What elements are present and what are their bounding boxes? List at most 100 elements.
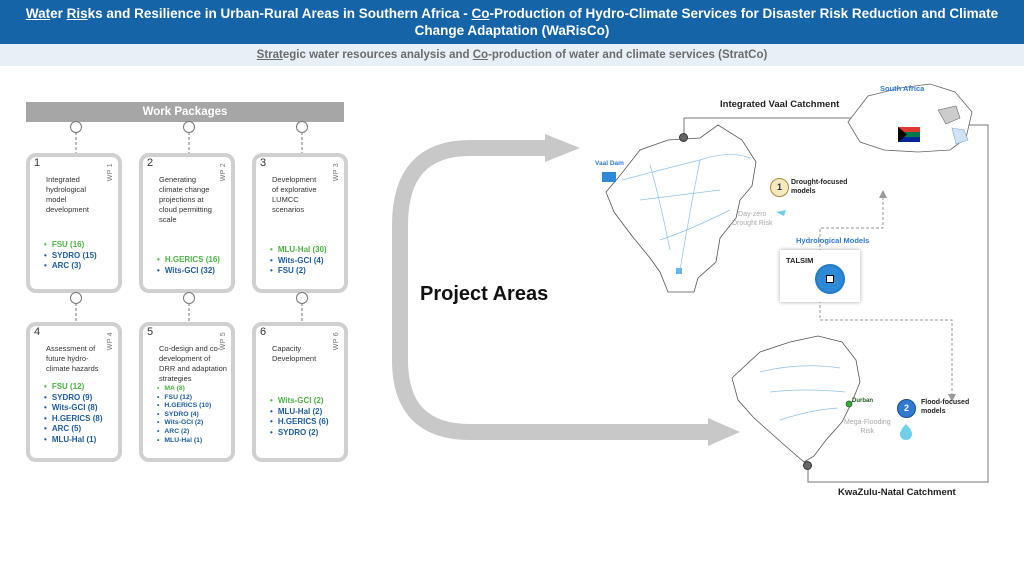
partner-item: H.GERICS (10) (157, 402, 211, 411)
connector-node (183, 121, 195, 133)
title-part: Ris (66, 6, 88, 21)
subheader-part: Strat (256, 49, 283, 61)
project-areas-title: Project Areas (420, 283, 549, 305)
title-part: Wat (25, 6, 51, 21)
title-part: -Production of Hydro-Climate Services fo… (489, 6, 999, 21)
card-description-line: Co-design and co- (159, 344, 221, 353)
card-description-line: future hydro- (46, 354, 89, 363)
card-number: 4 (34, 326, 41, 338)
durban-label: Durban (852, 398, 873, 404)
drought-label: Drought-focused models (791, 178, 847, 196)
south-africa-map (847, 83, 973, 153)
flood-badge: 2 (897, 399, 916, 418)
card-partner-list: FSU (16)SYDRO (15)ARC (3) (44, 240, 97, 272)
card-description-line: Integrated (46, 175, 80, 184)
drought-line: models (791, 188, 816, 195)
card-partner-list: FSU (12)SYDRO (9)Wits-GCI (8)H.GERICS (8… (44, 382, 103, 445)
partner-item: SYDRO (15) (44, 251, 97, 262)
connector-node (70, 292, 82, 304)
card-description-line: DRR and adaptation (159, 364, 227, 373)
card-description-line: Development (272, 354, 317, 363)
subheader-part: -production of water and climate service… (488, 49, 768, 61)
partner-item: MLU-Hal (2) (270, 407, 328, 418)
title-line-1: Water Risks and Resilience in Urban-Rura… (0, 5, 1024, 22)
work-package-card: 6 WP 6 CapacityDevelopmentWits-GCI (2)MLU-… (252, 322, 348, 462)
partner-item: SYDRO (2) (270, 428, 328, 439)
card-partner-list: Wits-GCI (2)MLU-Hal (2)H.GERICS (6)SYDRO… (270, 396, 329, 439)
flood-line: models (921, 408, 946, 415)
kzn-node (803, 461, 812, 470)
title-line-2: Change Adaptation (WaRisCo) (414, 23, 610, 38)
partner-item: MA (8) (157, 385, 211, 394)
card-partner-list: H.GERICS (16)Wits-GCI (32) (157, 255, 220, 276)
sa-flag (898, 127, 920, 142)
work-packages-header: Work Packages (26, 102, 344, 122)
card-wp-label: WP 3 (333, 163, 340, 182)
card-wp-label: WP 6 (333, 332, 340, 351)
subheader-part: Co (472, 49, 489, 61)
partner-item: FSU (12) (44, 382, 102, 393)
card-number: 2 (147, 157, 154, 169)
partner-item: ARC (3) (44, 261, 97, 272)
card-description-line: strategies (159, 374, 192, 383)
title-part: Co (471, 6, 490, 21)
card-number: 5 (147, 326, 154, 338)
partner-item: H.GERICS (8) (44, 414, 103, 425)
card-wp-label: WP 1 (107, 163, 114, 182)
talsim-label: TALSIM (786, 256, 814, 265)
talsim-logo-icon (815, 264, 845, 294)
card-description-line: of explorative (272, 185, 317, 194)
vaal-node (679, 133, 688, 142)
card-number: 6 (260, 326, 267, 338)
drought-badge: 1 (770, 178, 789, 197)
partner-item: ARC (2) (157, 428, 211, 437)
flood-line: Flood-focused (921, 399, 970, 406)
partner-item: Wits-GCI (8) (44, 403, 102, 414)
subheader-part: egic water resources analysis and (282, 49, 473, 61)
card-description-line: projections at (159, 195, 204, 204)
south-africa-label: South Africa (880, 84, 925, 93)
card-partner-list: MLU-Hal (30)Wits-GCI (4)FSU (2) (270, 245, 327, 277)
card-description-line: model (46, 195, 67, 204)
card-wp-label: WP 2 (220, 163, 227, 182)
partner-item: H.GERICS (16) (157, 255, 220, 266)
card-wp-label: WP 4 (107, 332, 114, 351)
card-description-line: hydrological (46, 185, 87, 194)
card-description-line: development (46, 205, 89, 214)
mega-flood-line: Risk (860, 428, 875, 435)
flood-label: Flood-focused models (921, 398, 969, 416)
hydro-models-label: Hydrological Models (796, 236, 870, 245)
connector-node (296, 292, 308, 304)
partner-item: FSU (16) (44, 240, 97, 251)
partner-item: ARC (5) (44, 424, 102, 435)
mega-flood-line: Mega-Flooding (844, 419, 891, 426)
partner-item: Wits-GCI (32) (157, 266, 220, 277)
connector-node (183, 292, 195, 304)
drought-line: Drought-focused (791, 179, 848, 186)
card-description-line: LUMCC (272, 195, 299, 204)
connector-node (70, 121, 82, 133)
card-partner-list: MA (8)FSU (12)H.GERICS (10)SYDRO (4)Wits… (157, 385, 211, 445)
partner-item: MLU-Hal (1) (157, 437, 211, 446)
day-zero-line: Day-zero (738, 211, 767, 218)
vaal-title: Integrated Vaal Catchment (720, 99, 840, 110)
card-description-line: scenarios (272, 205, 305, 214)
card-description-line: development of (159, 354, 211, 363)
vaal-dam-label: Vaal Dam (595, 160, 624, 167)
partner-item: SYDRO (4) (157, 411, 211, 420)
kzn-catchment-map (731, 335, 861, 463)
partner-item: Wits-GCI (2) (157, 419, 211, 428)
partner-item: H.GERICS (6) (270, 417, 329, 428)
